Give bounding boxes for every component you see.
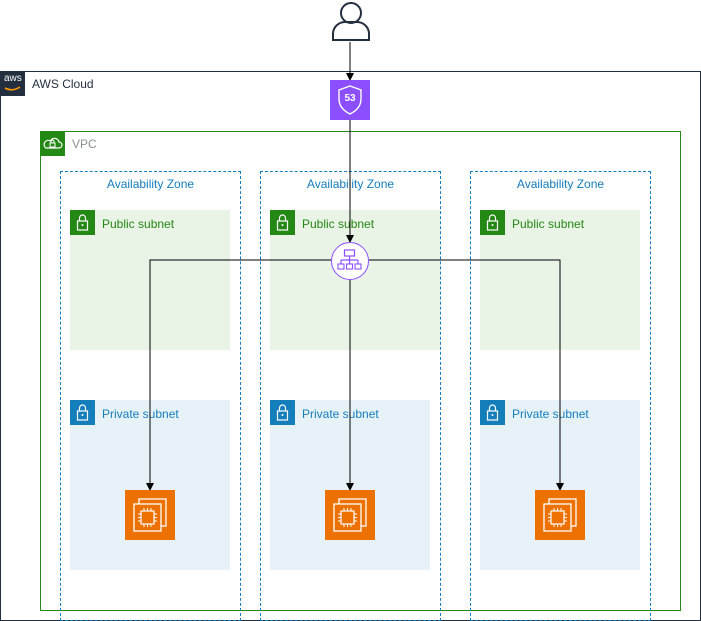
vpc-label: VPC: [72, 137, 97, 151]
cloud-lock-icon: [40, 131, 65, 156]
lock-icon: [70, 210, 95, 235]
private-subnet-1-label: Private subnet: [102, 407, 179, 421]
ec2-icon: [535, 490, 585, 540]
lock-icon: [70, 400, 95, 425]
availability-zone-1-label: Availability Zone: [106, 177, 195, 191]
route53-icon: 53: [330, 80, 370, 120]
vpc-group: [40, 131, 681, 611]
route53-label: 53: [344, 93, 356, 104]
private-subnet-2-label: Private subnet: [302, 407, 379, 421]
load-balancer-glyph: [337, 249, 362, 270]
ec2-icon: [125, 490, 175, 540]
aws-smile-mark: [4, 86, 21, 91]
public-subnet-2-label: Public subnet: [302, 217, 375, 231]
vpc-cloud-glyph: [43, 137, 63, 149]
public-subnet-2: [270, 210, 440, 350]
ec2-icon: [325, 490, 375, 540]
lock-icon: [270, 400, 295, 425]
lock-icon: [480, 210, 505, 235]
load-balancer-icon: [331, 242, 369, 280]
route53-shield-glyph: [338, 85, 362, 115]
private-subnet-3: [480, 400, 640, 570]
private-subnet-3-label: Private subnet: [512, 407, 589, 421]
lock-icon: [480, 400, 505, 425]
public-subnet-3-label: Public subnet: [512, 217, 585, 231]
aws-logo-text: aws: [4, 73, 22, 84]
lock-icon: [270, 210, 295, 235]
aws-cloud-label: AWS Cloud: [32, 77, 94, 91]
aws-logo-icon: aws: [0, 71, 25, 96]
availability-zone-2-label: Availability Zone: [306, 177, 395, 191]
private-subnet-1: [70, 400, 230, 570]
user-icon: [332, 2, 370, 41]
public-subnet-1-label: Public subnet: [102, 217, 175, 231]
availability-zone-3-label: Availability Zone: [516, 177, 605, 191]
private-subnet-2: [270, 400, 430, 570]
